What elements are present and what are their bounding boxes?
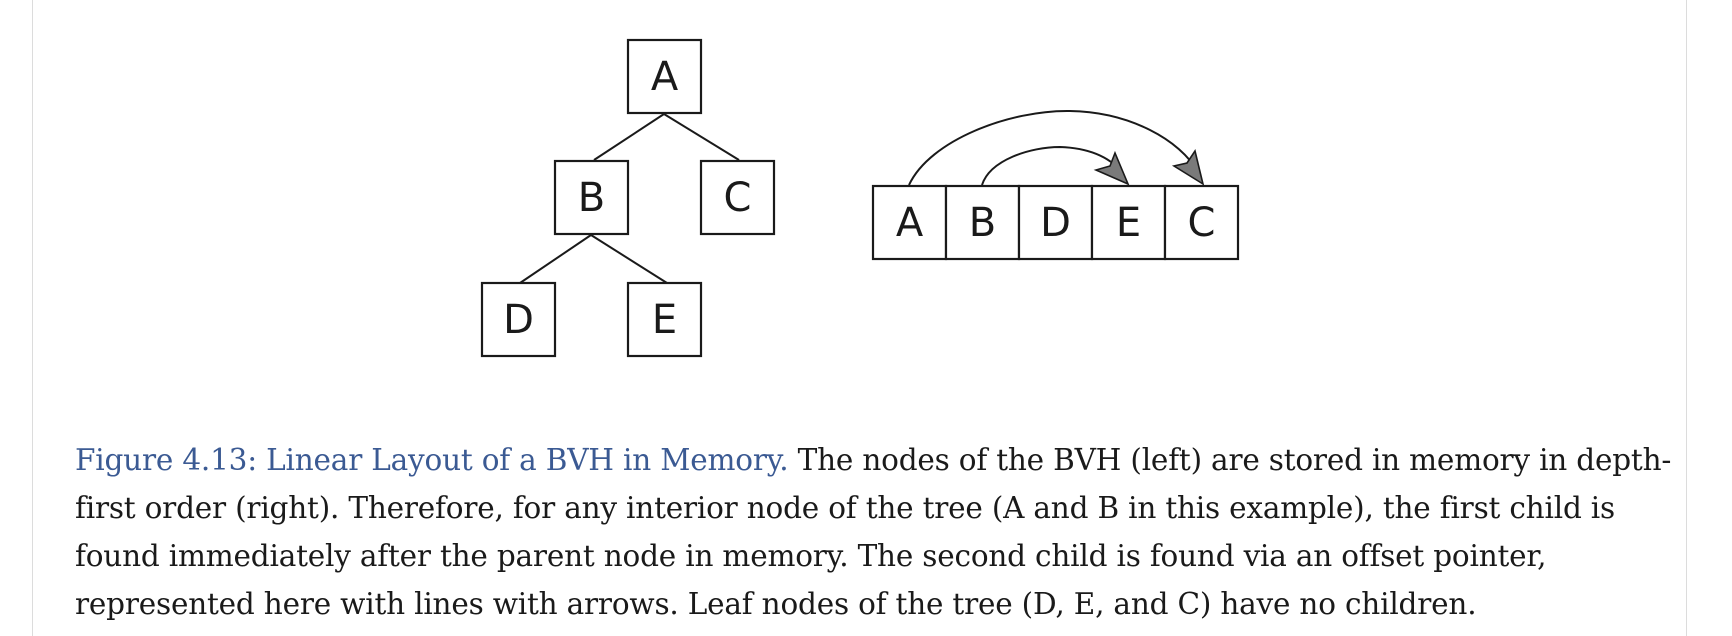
tree-edge-b-e [590, 234, 668, 284]
tree-node-label: E [652, 297, 677, 343]
offset-pointer-b-to-e [981, 145, 1123, 186]
tree-node-label: D [503, 297, 534, 343]
tree-node-b: B [553, 159, 630, 236]
figure-label: Figure 4.13: Linear Layout of a BVH in M… [75, 442, 789, 477]
tree-edge-a-b [593, 113, 665, 161]
tree-edges [519, 113, 740, 284]
memory-cell-d: D [1017, 184, 1094, 261]
memory-cell-label: E [1116, 200, 1141, 246]
tree-edge-b-d [519, 234, 592, 284]
memory-cell-e: E [1090, 184, 1167, 261]
memory-cell-label: D [1040, 200, 1071, 246]
memory-array: A B D E C [871, 184, 1240, 261]
tree-node-label: B [578, 175, 605, 221]
tree-node-c: C [699, 159, 776, 236]
tree-node-a: A [626, 38, 703, 115]
tree-node-e: E [626, 281, 703, 358]
memory-cell-label: A [896, 200, 924, 246]
content-frame [32, 0, 1687, 636]
arrow-head-icon [1093, 150, 1130, 186]
memory-cell-label: C [1188, 200, 1216, 246]
tree-node-label: A [651, 54, 679, 100]
figure-caption: Figure 4.13: Linear Layout of a BVH in M… [75, 436, 1675, 628]
tree-node-label: C [724, 175, 752, 221]
memory-cell-c: C [1163, 184, 1240, 261]
tree-edge-a-c [663, 113, 740, 161]
offset-pointers [908, 109, 1205, 186]
tree-node-d: D [480, 281, 557, 358]
offset-pointer-a-to-c [908, 109, 1199, 186]
arrow-head-icon [1171, 149, 1205, 186]
bvh-figure: A B C D E A B D [480, 38, 1240, 358]
memory-cell-label: B [969, 200, 996, 246]
caption-text: The nodes of the BVH (left) are stored i… [75, 442, 1672, 621]
memory-cell-a: A [871, 184, 948, 261]
memory-cell-b: B [944, 184, 1021, 261]
